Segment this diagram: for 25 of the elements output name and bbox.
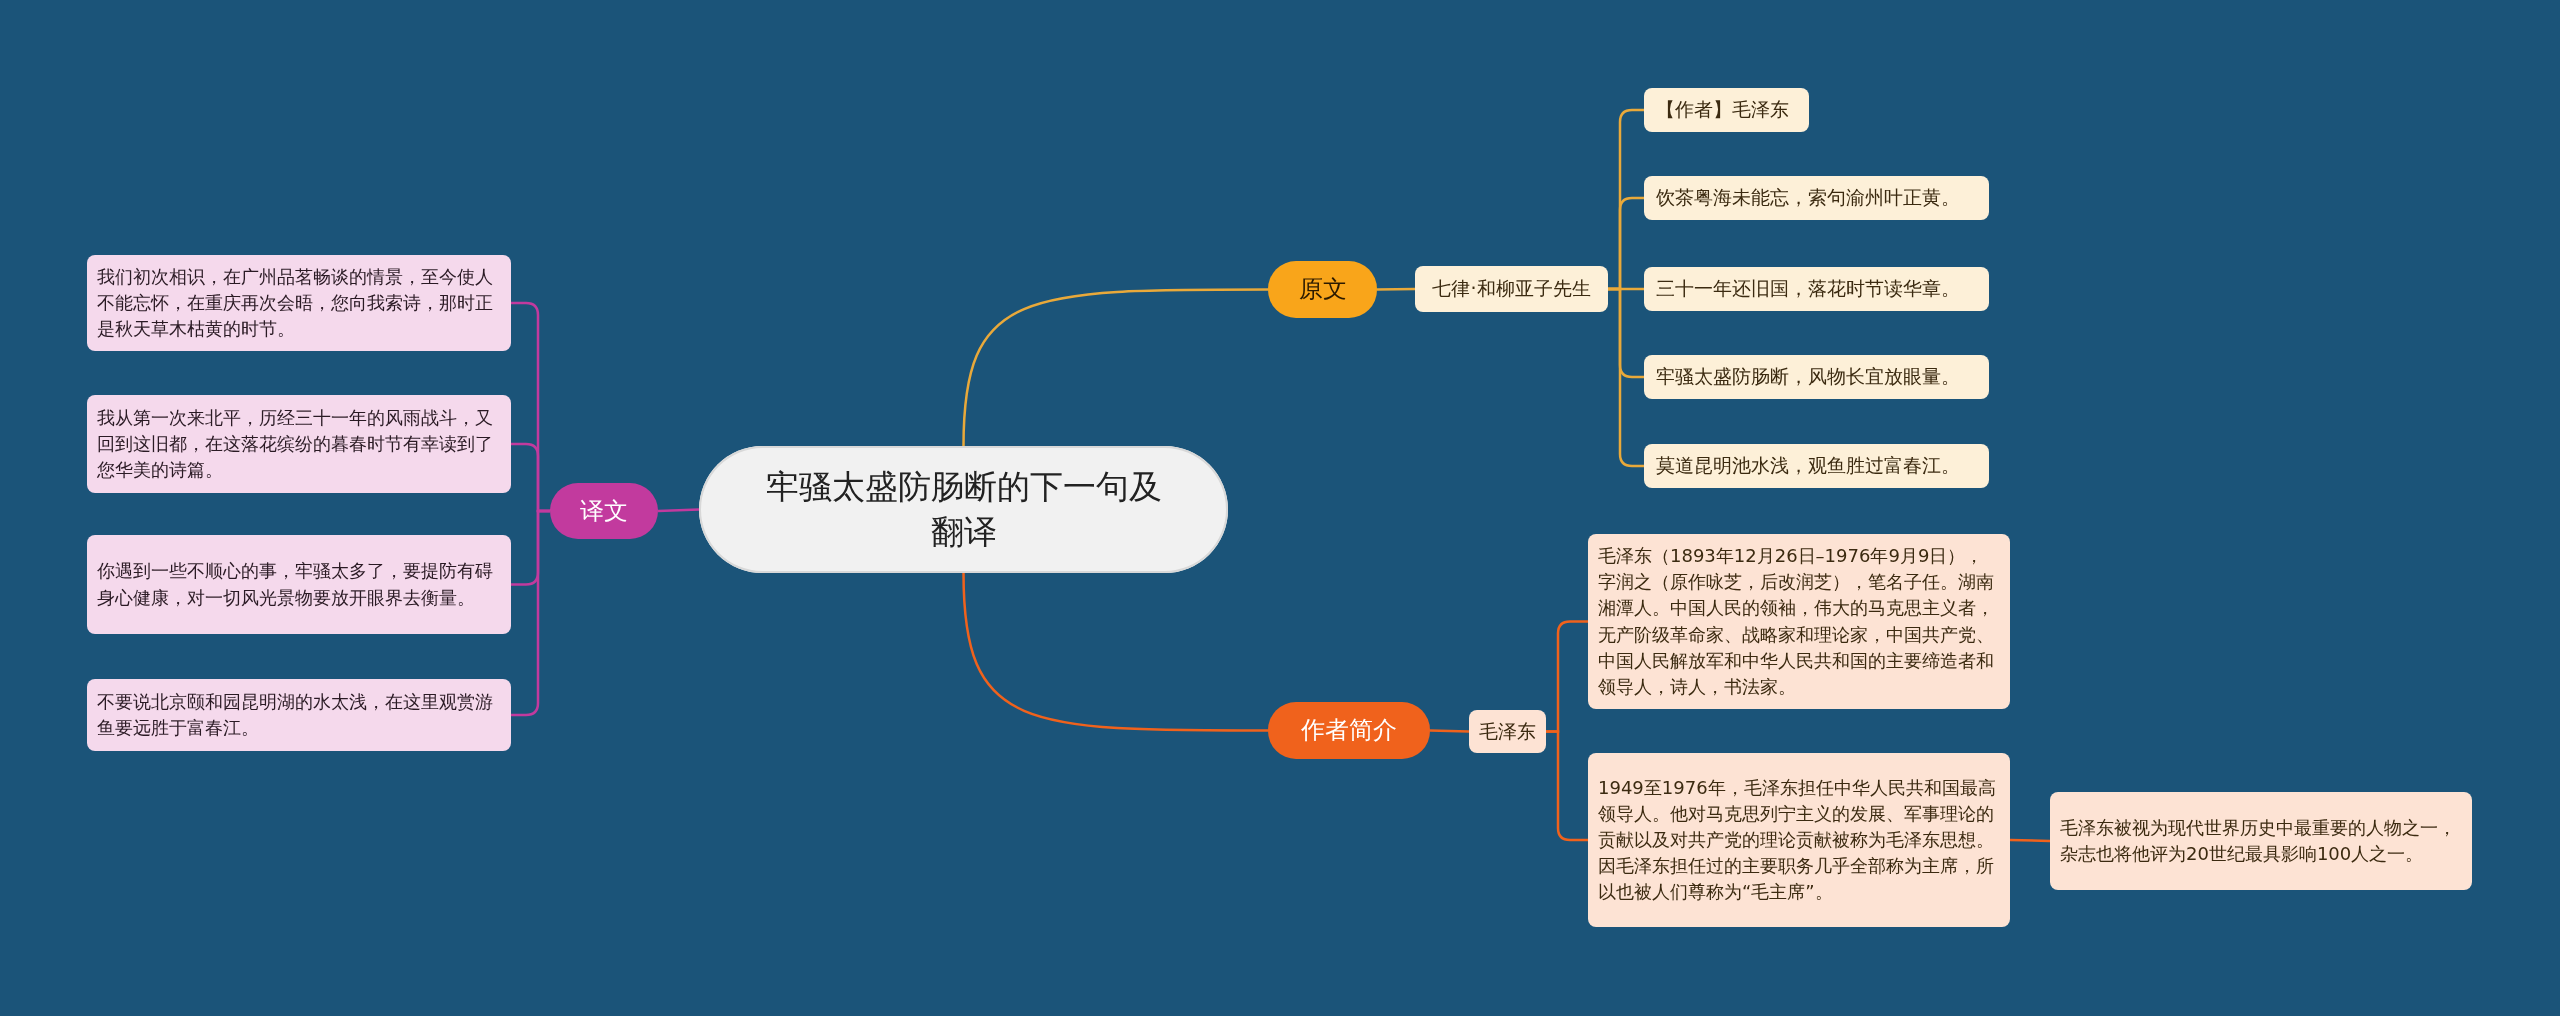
text-box: 牢骚太盛防肠断，风物长宜放眼量。 [1644, 355, 1989, 399]
connector-line [1377, 287, 1415, 291]
branch-box: 译文 [550, 483, 658, 539]
subtopic-box: 毛泽东 [1469, 710, 1546, 753]
text-box: 【作者】毛泽东 [1644, 88, 1809, 132]
connector-line [962, 288, 1268, 447]
text-box: 三十一年还旧国，落花时节读华章。 [1644, 267, 1989, 311]
text-box: 饮茶粤海未能忘，索句渝州叶正黄。 [1644, 176, 1989, 220]
connector-line [1608, 287, 1644, 468]
text-box: 我从第一次来北平，历经三十一年的风雨战斗，又回到这旧都，在这落花缤纷的暮春时节有幸读到了您华美的诗篇。 [87, 395, 511, 493]
branch-box: 作者简介 [1268, 702, 1430, 759]
text-box: 毛泽东被视为现代世界历史中最重要的人物之一，杂志也将他评为20世纪最具影响100人之一。 [2050, 792, 2472, 890]
branch-box: 原文 [1268, 261, 1377, 318]
subtopic-box: 七律·和柳亚子先生 [1415, 266, 1608, 312]
text-box: 1949至1976年，毛泽东担任中华人民共和国最高领导人。他对马克思列宁主义的发展、军事理论的贡献以及对共产党的理论贡献被称为毛泽东思想。因毛泽东担任过的主要职务几乎全部称为主席，所以也被人们尊称为“毛主席”。 [1588, 753, 2010, 927]
connector-line [2009, 838, 2051, 843]
connector-line [962, 572, 1268, 732]
text-box: 不要说北京颐和园昆明湖的水太浅，在这里观赏游鱼要远胜于富春江。 [87, 679, 511, 751]
connector-line [1429, 729, 1470, 733]
connector-line [657, 508, 700, 513]
text-box: 我们初次相识，在广州品茗畅谈的情景，至今使人不能忘怀，在重庆再次会晤，您向我索诗，那时正是秋天草木枯黄的时节。 [87, 255, 511, 351]
text-box: 你遇到一些不顺心的事，牢骚太多了，要提防有碍身心健康，对一切风光景物要放开眼界去衡量。 [87, 535, 511, 634]
text-box: 毛泽东（1893年12月26日–1976年9月9日），字润之（原作咏芝，后改润芝），笔名子任。湖南湘潭人。中国人民的领袖，伟大的马克思主义者，无产阶级革命家、战略家和理论家，中国共产党、中国人民解放军和中华人民共和国的主要缔造者和领导人，诗人，书法家。 [1588, 534, 2010, 709]
text-box: 莫道昆明池水浅，观鱼胜过富春江。 [1644, 444, 1989, 488]
topic-box: 牢骚太盛防肠断的下一句及翻译 [699, 446, 1228, 573]
